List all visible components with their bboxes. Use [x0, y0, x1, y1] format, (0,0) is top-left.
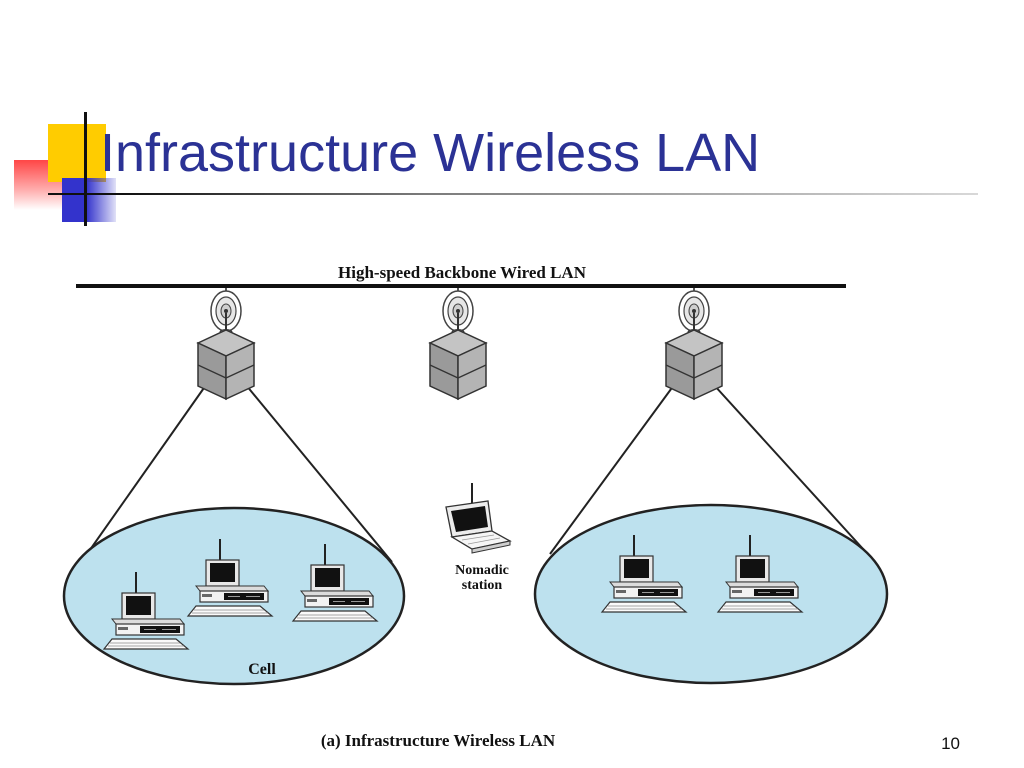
- nomadic-label-line2: station: [462, 578, 503, 593]
- title-underline: [48, 193, 978, 195]
- diagram-caption: (a) Infrastructure Wireless LAN: [321, 731, 556, 750]
- slide-title: Infrastructure Wireless LAN: [100, 123, 761, 183]
- decorative-yellow-square: [48, 124, 106, 182]
- cell-label: Cell: [248, 661, 276, 678]
- access-point-icon: [665, 290, 723, 400]
- laptop-icon: [445, 482, 511, 554]
- decorative-blue-square: [62, 178, 116, 222]
- backbone-label: High-speed Backbone Wired LAN: [338, 263, 587, 282]
- coverage-line: [245, 384, 393, 563]
- access-point-icon: [429, 290, 487, 400]
- decorative-vertical-line: [84, 112, 87, 226]
- coverage-line: [713, 384, 865, 551]
- access-point-icon: [197, 290, 255, 400]
- cell-right: [533, 503, 889, 685]
- coverage-line: [79, 384, 207, 565]
- coverage-line: [549, 384, 675, 555]
- nomadic-label-line1: Nomadic: [455, 563, 509, 578]
- page-number: 10: [941, 734, 960, 753]
